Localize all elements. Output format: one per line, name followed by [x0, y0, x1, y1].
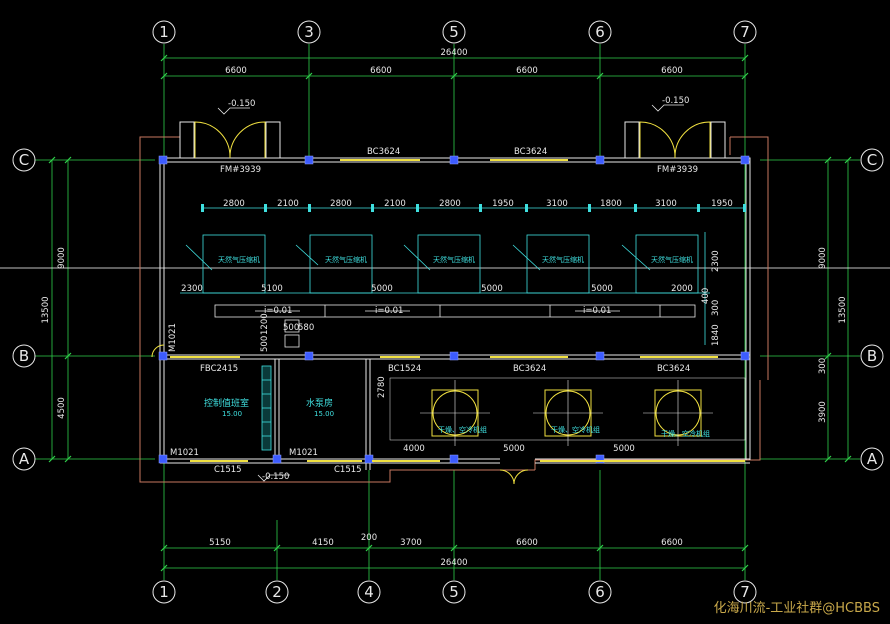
level-mark: -0.150 — [262, 472, 289, 482]
small-dim: 400 — [701, 288, 711, 304]
window-label: BC3624 — [514, 147, 547, 157]
compressor-dim: 5000 — [591, 284, 613, 294]
slope-label: i=0.01 — [264, 306, 292, 316]
room-name-control: 控制值班室 — [204, 397, 249, 409]
door-label: M1021 — [168, 323, 178, 352]
span-dim-top: 6600 — [661, 66, 683, 76]
small-dim: 500 — [283, 323, 299, 333]
spacing-dim: 1950 — [492, 199, 514, 209]
compressor-label: 天然气压缩机 — [651, 255, 693, 264]
spacing-dim: 2100 — [277, 199, 299, 209]
small-dim: 2780 — [377, 376, 387, 398]
grid-label-left-c: C — [19, 151, 29, 169]
span-dim-bottom: 6600 — [661, 538, 683, 548]
door-label: FM#3939 — [220, 165, 261, 175]
span-dim-bottom: 5150 — [209, 538, 231, 548]
door-label: M1021 — [289, 448, 318, 458]
right-dim: 9000 — [818, 247, 828, 269]
window-label: BC3624 — [513, 364, 546, 374]
room-area-control: 15.00 — [222, 410, 242, 418]
grid-label-top-3: 3 — [304, 23, 314, 41]
left-dim: 4500 — [57, 397, 67, 419]
spacing-dim: 3100 — [655, 199, 677, 209]
span-dim-bottom: 4150 — [312, 538, 334, 548]
slope-label: i=0.01 — [375, 306, 403, 316]
right-dim: 3900 — [818, 401, 828, 423]
spacing-dim: 2800 — [223, 199, 245, 209]
room-area-pump: 15.00 — [314, 410, 334, 418]
cooler-label: 干燥、空冷机组 — [551, 425, 600, 434]
spacing-dim: 2800 — [330, 199, 352, 209]
grid-label-bottom-1: 1 — [159, 583, 169, 601]
compressor-label: 天然气压缩机 — [325, 255, 367, 264]
cooler-label: 干燥、空冷机组 — [661, 429, 710, 438]
window-label: BC3624 — [367, 147, 400, 157]
grid-label-right-b: B — [867, 347, 877, 365]
overall-dim-top: 26400 — [440, 48, 467, 58]
window-label: BC1524 — [388, 364, 421, 374]
cooler-dim: 5000 — [503, 444, 525, 454]
right-dim: 300 — [818, 358, 828, 374]
slope-label: i=0.01 — [583, 306, 611, 316]
grid-label-bottom-6: 6 — [595, 583, 605, 601]
overall-dim-bottom: 26400 — [440, 558, 467, 568]
window-label: BC3624 — [657, 364, 690, 374]
grid-label-bottom-4: 4 — [364, 583, 374, 601]
compressor-dim: 5000 — [371, 284, 393, 294]
compressor-dim: 5100 — [261, 284, 283, 294]
right-dim: 13500 — [838, 296, 848, 323]
compressor-dim: 2000 — [671, 284, 693, 294]
span-dim-top: 6600 — [516, 66, 538, 76]
window-label: C1515 — [334, 465, 362, 475]
door-label: FM#3939 — [657, 165, 698, 175]
small-dim-bottom: 200 — [361, 533, 377, 543]
grid-label-right-a: A — [867, 450, 878, 468]
grid-label-top-5: 5 — [449, 23, 459, 41]
span-dim-top: 6600 — [225, 66, 247, 76]
spacing-dim: 3100 — [546, 199, 568, 209]
grid-label-right-c: C — [867, 151, 877, 169]
small-dim: 1840 — [711, 324, 721, 346]
window-label: C1515 — [214, 465, 242, 475]
spacing-dim: 2800 — [439, 199, 461, 209]
grid-label-top-7: 7 — [740, 23, 750, 41]
grid-label-bottom-7: 7 — [740, 583, 750, 601]
small-dim: 1200 — [260, 313, 270, 335]
watermark: 化海川流-工业社群@HCBBS — [713, 601, 880, 616]
compressor-dim: 5000 — [481, 284, 503, 294]
grid-label-bottom-2: 2 — [272, 583, 282, 601]
left-dim: 13500 — [41, 296, 51, 323]
spacing-dim: 2100 — [384, 199, 406, 209]
grid-label-left-b: B — [19, 347, 29, 365]
grid-label-top-1: 1 — [159, 23, 169, 41]
small-dim: 580 — [298, 323, 314, 333]
spacing-dim: 1950 — [711, 199, 733, 209]
span-dim-bottom: 3700 — [400, 538, 422, 548]
small-dim: 2300 — [711, 250, 721, 272]
cooler-label: 干燥、空冷机组 — [438, 425, 487, 434]
left-dim: 9000 — [57, 247, 67, 269]
small-dim: 500 — [260, 336, 270, 352]
compressor-label: 天然气压缩机 — [218, 255, 260, 264]
door-label: M1021 — [170, 448, 199, 458]
compressor-dim: 2300 — [181, 284, 203, 294]
grid-label-bottom-5: 5 — [449, 583, 459, 601]
span-dim-bottom: 6600 — [516, 538, 538, 548]
cooler-dim: 4000 — [403, 444, 425, 454]
room-name-pump: 水泵房 — [306, 397, 333, 409]
cooler-dim: 5000 — [613, 444, 635, 454]
level-mark: -0.150 — [662, 96, 689, 106]
compressor-label: 天然气压缩机 — [433, 255, 475, 264]
compressor-label: 天然气压缩机 — [542, 255, 584, 264]
small-dim: 300 — [711, 300, 721, 316]
grid-label-top-6: 6 — [595, 23, 605, 41]
window-label: FBC2415 — [200, 364, 238, 374]
spacing-dim: 1800 — [600, 199, 622, 209]
span-dim-top: 6600 — [370, 66, 392, 76]
grid-label-left-a: A — [19, 450, 30, 468]
level-mark: -0.150 — [228, 99, 255, 109]
